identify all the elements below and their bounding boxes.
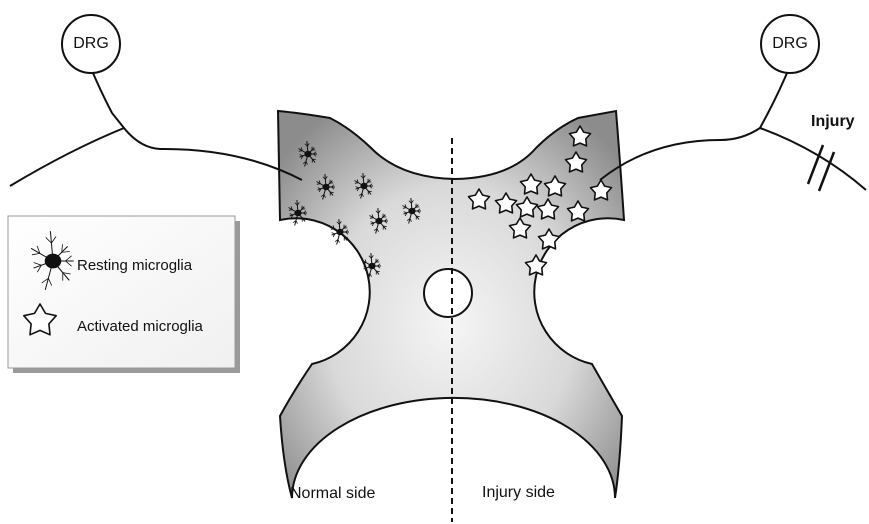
injury-side-label: Injury side: [482, 484, 555, 502]
legend-box: [8, 216, 235, 368]
right-nerve-root: [600, 66, 790, 180]
right-spinal-nerve: [760, 128, 866, 190]
legend-activated-label: Activated microglia: [77, 318, 203, 335]
central-canal: [424, 269, 472, 317]
left-spinal-nerve: [10, 128, 124, 186]
drg-label-right: DRG: [760, 35, 820, 53]
legend-resting-label: Resting microglia: [77, 257, 192, 274]
injury-label: Injury: [811, 113, 855, 131]
left-nerve-root: [90, 66, 302, 180]
drg-label-left: DRG: [61, 35, 121, 53]
normal-side-label: Normal side: [290, 485, 375, 503]
